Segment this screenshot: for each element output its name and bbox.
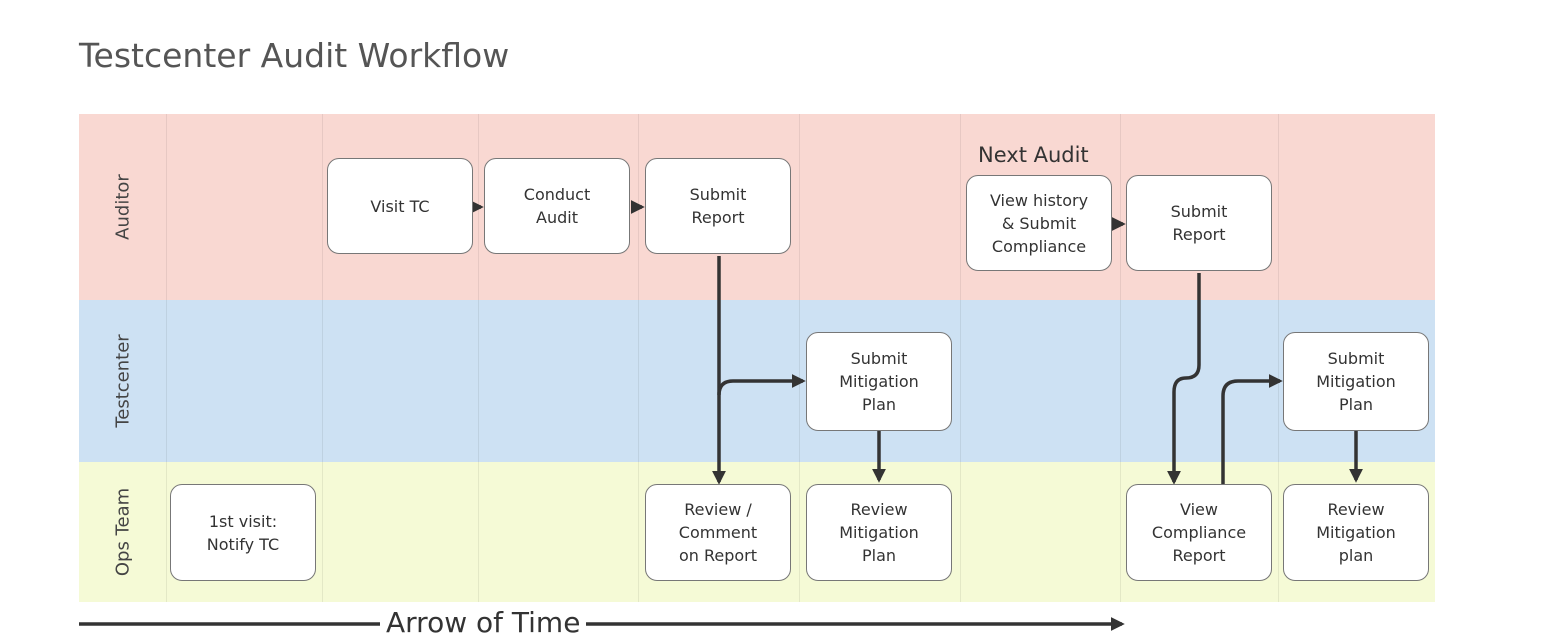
step-review-comment-report[interactable]: Review / Comment on Report [645, 484, 791, 581]
step-view-history-submit-compliance[interactable]: View history & Submit Compliance [966, 175, 1112, 271]
column-divider [638, 114, 639, 602]
column-divider [1120, 114, 1121, 602]
column-divider [478, 114, 479, 602]
column-divider [960, 114, 961, 602]
arrow-branch-to-mitigation [717, 374, 806, 396]
step-conduct-audit[interactable]: Conduct Audit [484, 158, 630, 254]
arrow-of-time-label: Arrow of Time [380, 604, 587, 642]
arrow-compliance-to-mitigation [1221, 374, 1283, 484]
step-review-mitigation-plan[interactable]: Review Mitigation Plan [806, 484, 952, 581]
column-divider [322, 114, 323, 602]
arrow-submit-to-compliance [1167, 273, 1201, 485]
next-audit-label: Next Audit [978, 143, 1089, 167]
step-review-mitigation-plan-next[interactable]: Review Mitigation plan [1283, 484, 1429, 581]
step-visit-tc[interactable]: Visit TC [327, 158, 473, 254]
step-view-compliance-report[interactable]: View Compliance Report [1126, 484, 1272, 581]
step-submit-report[interactable]: Submit Report [645, 158, 791, 254]
diagram-title: Testcenter Audit Workflow [79, 36, 510, 75]
column-divider [166, 114, 167, 602]
step-submit-mitigation-plan-next[interactable]: Submit Mitigation Plan [1283, 332, 1429, 431]
step-submit-report-next[interactable]: Submit Report [1126, 175, 1272, 271]
column-divider [799, 114, 800, 602]
step-first-visit-notify[interactable]: 1st visit: Notify TC [170, 484, 316, 581]
step-submit-mitigation-plan[interactable]: Submit Mitigation Plan [806, 332, 952, 431]
column-divider [1278, 114, 1279, 602]
